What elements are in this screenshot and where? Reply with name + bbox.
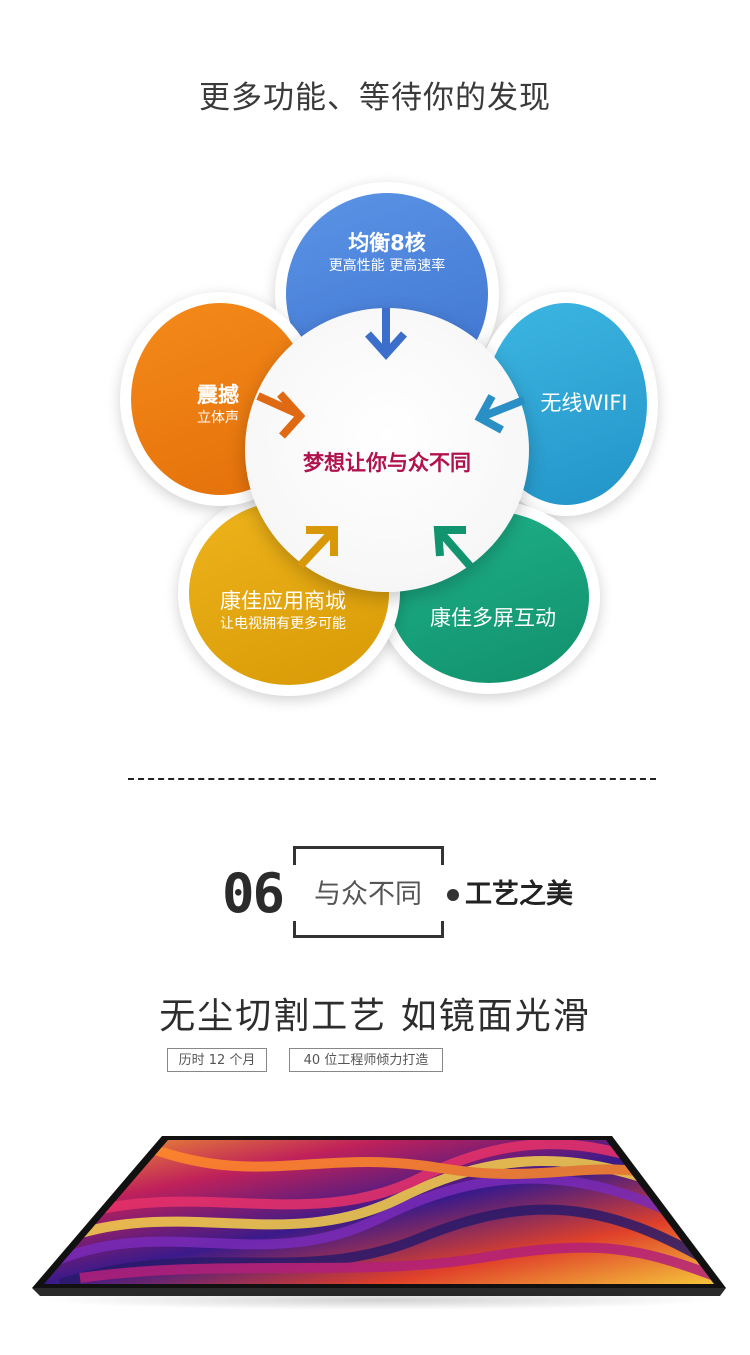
- section-number: 06: [222, 862, 285, 925]
- section-divider: [128, 778, 656, 780]
- center-slogan: 梦想让你与众不同: [303, 451, 471, 475]
- section-subtitle-light: 与众不同: [314, 879, 422, 910]
- arrow-up-left-icon: [433, 526, 474, 569]
- craft-headline: 无尘切割工艺 如镜面光滑: [159, 996, 591, 1037]
- petal-title: 均衡8核: [348, 231, 426, 255]
- petal-title: 康佳多屏互动: [430, 606, 556, 630]
- craft-tag-engineers: 40 位工程师倾力打造: [289, 1048, 443, 1072]
- arrow-right-icon: [256, 391, 306, 439]
- craft-tag-duration: 历时 12 个月: [167, 1048, 267, 1072]
- petal-subtitle: 立体声: [197, 410, 239, 427]
- arrows-layer: [256, 308, 526, 569]
- petal-app-store: 康佳应用商城 让电视拥有更多可能: [178, 490, 400, 696]
- petal-octa-core: 均衡8核 更高性能 更高速率: [275, 182, 499, 406]
- petal-title: 震撼: [197, 383, 239, 407]
- petal-subtitle: 更高性能 更高速率: [328, 258, 446, 275]
- tv-shadow: [40, 1290, 720, 1310]
- section-subtitle-bold: 工艺之美: [465, 879, 573, 910]
- arrow-left-icon: [474, 394, 526, 434]
- section-dot: [447, 889, 459, 901]
- petal-title: 无线WIFI: [540, 391, 628, 415]
- petal-title: 康佳应用商城: [220, 589, 346, 613]
- tv-illustration: [32, 1136, 726, 1296]
- petal-subtitle: 让电视拥有更多可能: [220, 616, 346, 633]
- arrow-up-right-icon: [297, 526, 338, 569]
- arrow-down-icon: [365, 308, 407, 360]
- section-title-frame-gap: [281, 865, 461, 921]
- page-heading: 更多功能、等待你的发现: [199, 80, 551, 116]
